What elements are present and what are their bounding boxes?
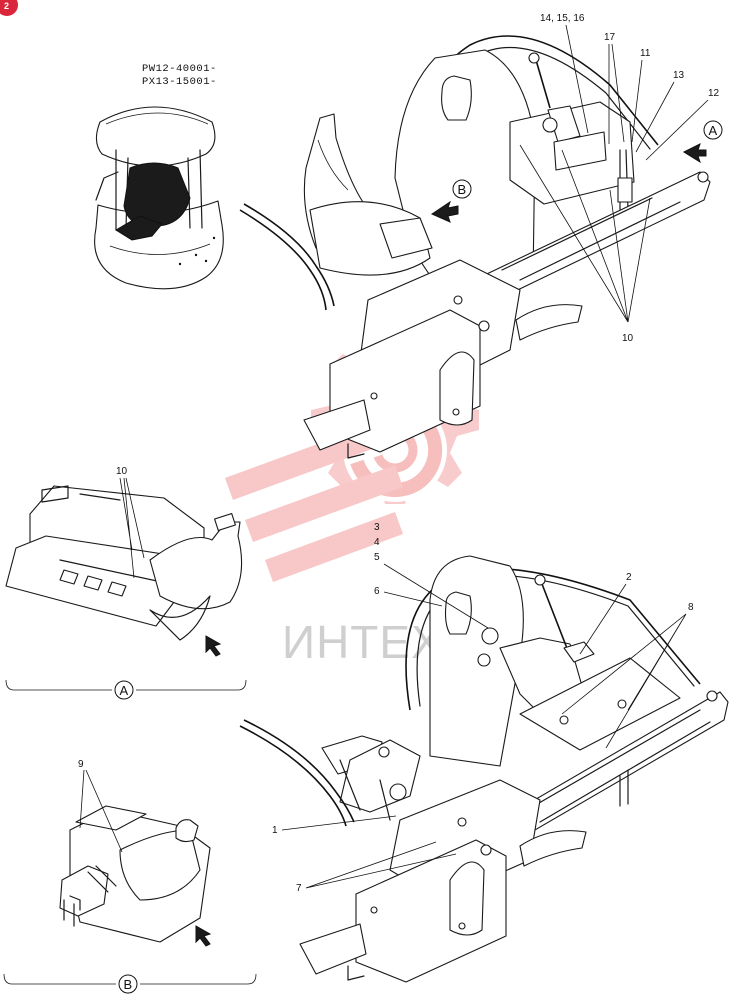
callout-17: 17 [604, 32, 616, 43]
callout-8: 8 [688, 602, 694, 613]
watermark-text: ИНТЕХ [282, 616, 443, 668]
view-a-caption-letter: A [120, 683, 129, 698]
view-a-arrow-icon [682, 143, 707, 164]
view-b-detail-drawing [59, 805, 212, 947]
callout-11: 11 [640, 48, 651, 59]
page-badge: 2 [0, 0, 18, 16]
view-b-marker: B [452, 179, 472, 199]
view-a-marker-letter: A [709, 123, 718, 138]
page-badge-number: 2 [4, 1, 9, 11]
callout-12: 12 [708, 88, 720, 99]
callout-6: 6 [374, 586, 380, 597]
callout-5: 5 [374, 552, 380, 563]
view-b-exit-arrow-icon [195, 925, 212, 947]
view-a-caption: A [114, 680, 134, 700]
view-b-caption-letter: B [124, 977, 133, 992]
callout-7: 7 [296, 883, 302, 894]
callout-10-top: 10 [622, 333, 634, 344]
callout-9: 9 [78, 759, 84, 770]
view-b-arrow-icon [430, 200, 459, 223]
cab-location-thumbnail [94, 106, 224, 290]
callout-3: 3 [374, 522, 380, 533]
top-assembly-drawing [239, 35, 711, 459]
view-b-marker-letter: B [458, 182, 467, 197]
callout-4: 4 [374, 537, 380, 548]
serial-range-line-2: PX13-15001- [142, 76, 217, 88]
view-b-caption: B [118, 974, 138, 994]
callout-2: 2 [626, 572, 632, 583]
view-a-exit-arrow-icon [205, 635, 222, 657]
callout-10-view-a: 10 [116, 466, 128, 477]
serial-range-line-1: PW12-40001- [142, 63, 217, 75]
callout-13: 13 [673, 70, 685, 81]
view-a-marker: A [703, 120, 723, 140]
callout-1: 1 [272, 825, 278, 836]
view-a-detail-drawing [5, 485, 243, 657]
callout-14-15-16: 14, 15, 16 [540, 13, 585, 24]
